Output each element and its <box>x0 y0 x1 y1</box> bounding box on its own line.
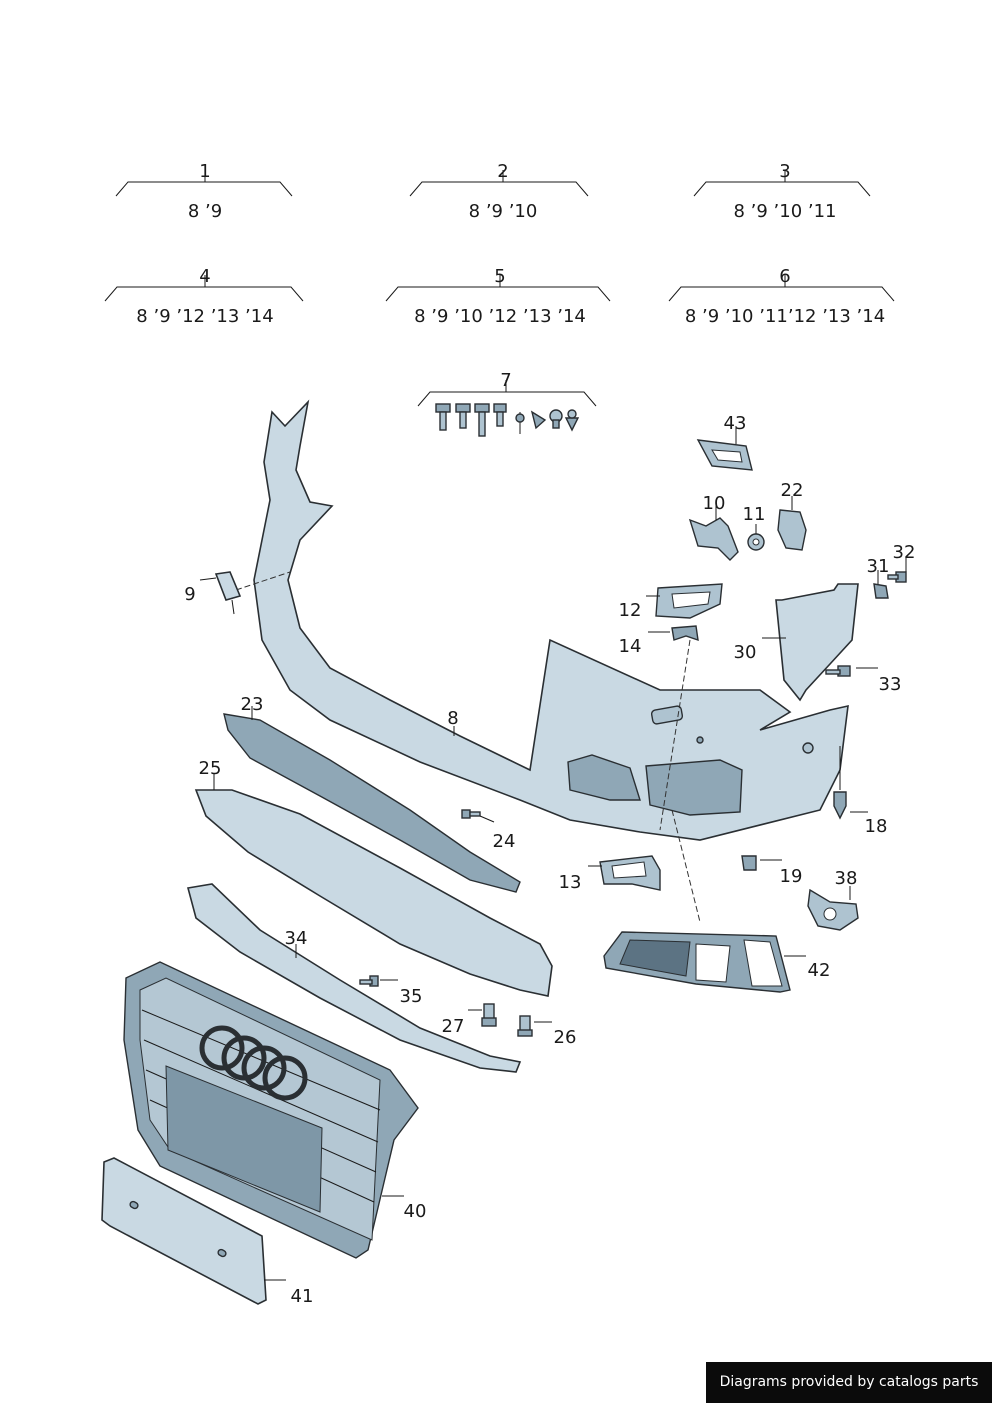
callout-31: 31 <box>867 556 890 577</box>
clip-18: 18 <box>833 746 888 837</box>
radiator-grille-40: 40 <box>123 961 427 1259</box>
callout-19: 19 <box>780 866 803 887</box>
callout-42: 42 <box>808 960 831 981</box>
variant-4-ref: 4 <box>199 266 210 287</box>
grommet-11: 11 <box>743 504 766 551</box>
callout-38: 38 <box>835 868 858 889</box>
fastener-kit: 7 <box>417 370 597 437</box>
variant-1: 1 8 ’9 <box>115 161 293 222</box>
callout-23: 23 <box>241 694 264 715</box>
bolt-26: 26 <box>517 1015 577 1048</box>
bracket-22: 22 <box>777 480 807 551</box>
callout-25: 25 <box>199 758 222 779</box>
variant-5-ref: 5 <box>494 266 505 287</box>
variant-6-years: 8 ’9 ’10 ’11’12 ’13 ’14 <box>685 306 885 327</box>
variant-2-ref: 2 <box>497 161 508 182</box>
support-25: 25 <box>194 758 553 997</box>
audi-rings-logo <box>199 1025 308 1101</box>
variant-2-years: 8 ’9 ’10 <box>469 201 538 222</box>
tow-hook-cap: 9 <box>184 571 242 615</box>
cover-12: 12 <box>619 583 723 621</box>
callout-27: 27 <box>442 1016 465 1037</box>
credit-banner: Diagrams provided by catalogs parts <box>706 1362 992 1403</box>
screw-24: 24 <box>461 809 516 852</box>
callout-43: 43 <box>724 413 747 434</box>
variant-3-ref: 3 <box>779 161 790 182</box>
callout-7: 7 <box>500 370 511 391</box>
callout-32: 32 <box>893 542 916 563</box>
grille-bars <box>141 1009 381 1203</box>
clip-14: 14 <box>619 625 699 831</box>
callout-13: 13 <box>559 872 582 893</box>
callout-26: 26 <box>554 1027 577 1048</box>
variant-5-years: 8 ’9 ’10 ’12 ’13 ’14 <box>414 306 586 327</box>
callout-10: 10 <box>703 493 726 514</box>
variant-2: 2 8 ’9 ’10 <box>409 161 589 222</box>
bumper-cover: 8 <box>235 399 849 841</box>
bracket-30: 30 <box>734 583 859 702</box>
callout-22: 22 <box>781 480 804 501</box>
callout-12: 12 <box>619 600 642 621</box>
trim-strip-34: 34 <box>187 883 522 1073</box>
screw-icon <box>435 403 580 437</box>
variant-4: 4 8 ’9 ’12 ’13 ’14 <box>104 266 304 327</box>
callout-30: 30 <box>734 642 757 663</box>
bolt-27: 27 <box>442 1003 497 1037</box>
callout-9: 9 <box>184 584 195 605</box>
callout-41: 41 <box>291 1286 314 1307</box>
emblem-trim-43: 43 <box>696 413 753 471</box>
variant-1-years: 8 ’9 <box>188 201 222 222</box>
variant-6-ref: 6 <box>779 266 790 287</box>
plate-bracket-41: 41 <box>101 1157 314 1307</box>
callout-11: 11 <box>743 504 766 525</box>
callout-40: 40 <box>404 1201 427 1222</box>
variant-3-years: 8 ’9 ’10 ’11 <box>733 201 836 222</box>
clip-19: 19 <box>741 855 803 887</box>
bolt-32: 32 <box>887 542 916 583</box>
variant-1-ref: 1 <box>199 161 210 182</box>
side-grille-42: 42 <box>603 809 831 993</box>
variant-5: 5 8 ’9 ’10 ’12 ’13 ’14 <box>385 266 611 327</box>
screw-35: 35 <box>359 975 423 1007</box>
variant-4-years: 8 ’9 ’12 ’13 ’14 <box>136 306 273 327</box>
variant-3: 3 8 ’9 ’10 ’11 <box>693 161 871 222</box>
bracket-10: 10 <box>688 493 739 561</box>
callout-14: 14 <box>619 636 642 657</box>
reinforcement-23: 23 <box>223 694 521 893</box>
bracket-38: 38 <box>807 868 859 931</box>
nut-31: 31 <box>867 556 890 599</box>
callout-35: 35 <box>400 986 423 1007</box>
callout-18: 18 <box>865 816 888 837</box>
variant-6: 6 8 ’9 ’10 ’11’12 ’13 ’14 <box>668 266 895 327</box>
cap-13: 13 <box>559 855 661 893</box>
bolt-33: 33 <box>825 665 902 695</box>
callout-8: 8 <box>447 708 458 729</box>
callout-24: 24 <box>493 831 516 852</box>
callout-34: 34 <box>285 928 308 949</box>
callout-33: 33 <box>879 674 902 695</box>
